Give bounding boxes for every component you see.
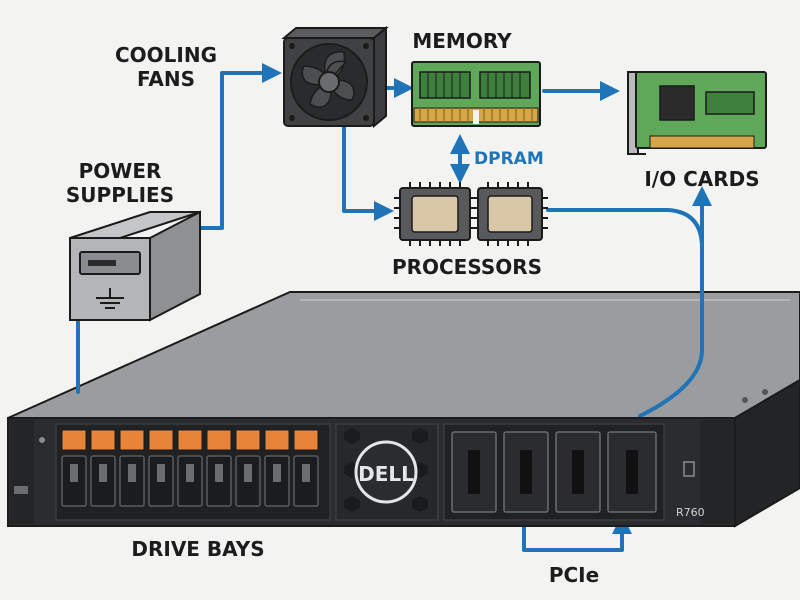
io-card bbox=[627, 71, 767, 155]
arrow-power-to-fans bbox=[198, 63, 282, 230]
connectors bbox=[76, 63, 712, 552]
label-dpram: DPRAM bbox=[474, 149, 544, 169]
label-io-cards: I/O CARDS bbox=[644, 167, 759, 191]
processor-2 bbox=[472, 182, 548, 246]
dell-logo bbox=[354, 440, 418, 504]
processor-1 bbox=[394, 182, 476, 246]
arrow-pcie bbox=[522, 514, 632, 552]
label-cooling-fans-line2: FANS bbox=[137, 67, 195, 91]
brand-logo-text: DELL bbox=[358, 462, 414, 486]
label-drive-bays: DRIVE BAYS bbox=[131, 537, 264, 561]
label-cooling-fans-line1: COOLING bbox=[115, 43, 217, 67]
power-supply bbox=[69, 210, 201, 322]
expansion-bays bbox=[443, 423, 665, 521]
arrow-processors-to-io bbox=[546, 208, 704, 418]
cooling-fan bbox=[281, 25, 389, 129]
drive-bays bbox=[55, 423, 331, 521]
label-power-supplies-line2: SUPPLIES bbox=[66, 183, 174, 207]
arrow-fan-to-processors bbox=[342, 124, 394, 221]
model-label: R760 bbox=[676, 506, 705, 519]
front-bezel: DELL bbox=[335, 423, 439, 521]
label-power-supplies-line1: POWER bbox=[79, 159, 162, 183]
memory-module bbox=[411, 61, 541, 127]
label-processors: PROCESSORS bbox=[392, 255, 542, 279]
label-pcie: PCIe bbox=[549, 563, 599, 587]
server-front-panel: DELL R760 bbox=[7, 378, 800, 528]
drive-bay-indicators bbox=[61, 429, 319, 451]
label-memory: MEMORY bbox=[412, 29, 512, 53]
